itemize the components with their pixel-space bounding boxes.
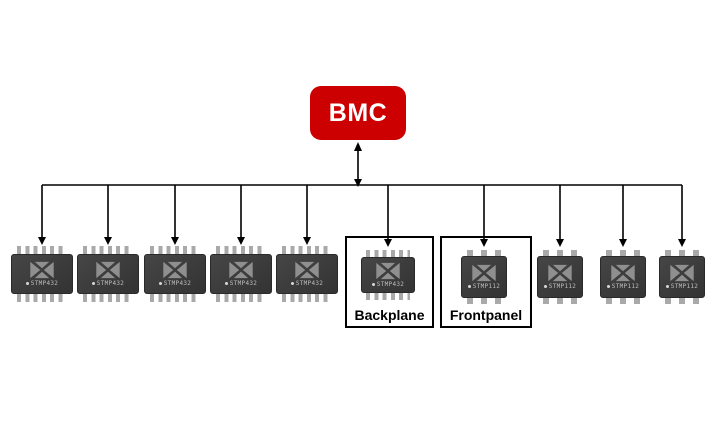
chip-logo-icon bbox=[295, 261, 319, 279]
chip-part-number: STMP432 bbox=[295, 280, 324, 287]
pin1-dot bbox=[91, 282, 95, 285]
chip-stmp432-1: STMP432 bbox=[11, 246, 73, 302]
chip-part-number: STMP112 bbox=[548, 283, 577, 290]
chip-pins-bottom bbox=[216, 294, 266, 302]
chip-pins-top bbox=[665, 250, 699, 256]
chip-frontpanel-stmp112: STMP112 bbox=[461, 250, 507, 304]
chip-body: STMP432 bbox=[276, 254, 338, 294]
chip-pins-top bbox=[467, 250, 501, 256]
chip-stmp432-5: STMP432 bbox=[276, 246, 338, 302]
chip-body: STMP112 bbox=[659, 256, 705, 298]
chip-logo-icon bbox=[163, 261, 187, 279]
chip-pins-bottom bbox=[543, 298, 577, 304]
chip-logo-icon bbox=[30, 261, 54, 279]
chip-stmp432-2: STMP432 bbox=[77, 246, 139, 302]
chip-logo-icon bbox=[472, 264, 496, 282]
chip-part-number: STMP432 bbox=[30, 280, 59, 287]
chip-pins-bottom bbox=[282, 294, 332, 302]
chip-logo-icon bbox=[96, 261, 120, 279]
chip-part-number: STMP432 bbox=[163, 280, 192, 287]
chip-stmp432-4: STMP432 bbox=[210, 246, 272, 302]
chip-part-number: STMP432 bbox=[229, 280, 258, 287]
chip-stmp432-3: STMP432 bbox=[144, 246, 206, 302]
pin1-dot bbox=[665, 285, 669, 288]
chip-part-number: STMP112 bbox=[472, 283, 501, 290]
chip-body: STMP112 bbox=[600, 256, 646, 298]
chip-stmp112-3: STMP112 bbox=[659, 250, 705, 304]
chip-pins-top bbox=[606, 250, 640, 256]
chip-logo-icon bbox=[548, 264, 572, 282]
chip-pins-top bbox=[216, 246, 266, 254]
chip-backplane-stmp432: STMP432 bbox=[361, 250, 415, 300]
chip-pins-top bbox=[150, 246, 200, 254]
backplane-label: Backplane bbox=[354, 307, 425, 323]
chip-pins-top bbox=[366, 250, 410, 257]
chip-body: STMP432 bbox=[77, 254, 139, 294]
chip-pins-top bbox=[83, 246, 133, 254]
chip-body: STMP432 bbox=[361, 257, 415, 293]
frontpanel-group-box: Frontpanel bbox=[440, 236, 532, 328]
pin1-dot bbox=[25, 282, 29, 285]
chip-pins-top bbox=[282, 246, 332, 254]
chip-body: STMP432 bbox=[144, 254, 206, 294]
chip-pins-bottom bbox=[17, 294, 67, 302]
pin1-dot bbox=[606, 285, 610, 288]
chip-part-number: STMP112 bbox=[611, 283, 640, 290]
chip-pins-bottom bbox=[606, 298, 640, 304]
chip-stmp112-2: STMP112 bbox=[600, 250, 646, 304]
pin1-dot bbox=[543, 285, 547, 288]
chip-logo-icon bbox=[376, 262, 400, 280]
chip-body: STMP112 bbox=[461, 256, 507, 298]
chip-body: STMP112 bbox=[537, 256, 583, 298]
chip-pins-bottom bbox=[366, 293, 410, 300]
chip-logo-icon bbox=[229, 261, 253, 279]
chip-pins-bottom bbox=[150, 294, 200, 302]
bmc-label: BMC bbox=[328, 98, 388, 127]
chip-pins-bottom bbox=[83, 294, 133, 302]
chip-pins-bottom bbox=[467, 298, 501, 304]
chip-part-number: STMP112 bbox=[670, 283, 699, 290]
pin1-dot bbox=[224, 282, 228, 285]
pin1-dot bbox=[158, 282, 162, 285]
chip-part-number: STMP432 bbox=[96, 280, 125, 287]
chip-body: STMP432 bbox=[11, 254, 73, 294]
chip-pins-top bbox=[543, 250, 577, 256]
pin1-dot bbox=[371, 283, 375, 286]
chip-logo-icon bbox=[611, 264, 635, 282]
frontpanel-label: Frontpanel bbox=[449, 307, 523, 323]
pin1-dot bbox=[467, 285, 471, 288]
bmc-node: BMC bbox=[310, 86, 406, 140]
chip-pins-bottom bbox=[665, 298, 699, 304]
pin1-dot bbox=[290, 282, 294, 285]
chip-stmp112-1: STMP112 bbox=[537, 250, 583, 304]
chip-logo-icon bbox=[670, 264, 694, 282]
chip-part-number: STMP432 bbox=[376, 281, 405, 288]
chip-body: STMP432 bbox=[210, 254, 272, 294]
chip-pins-top bbox=[17, 246, 67, 254]
backplane-group-box: Backplane bbox=[345, 236, 434, 328]
